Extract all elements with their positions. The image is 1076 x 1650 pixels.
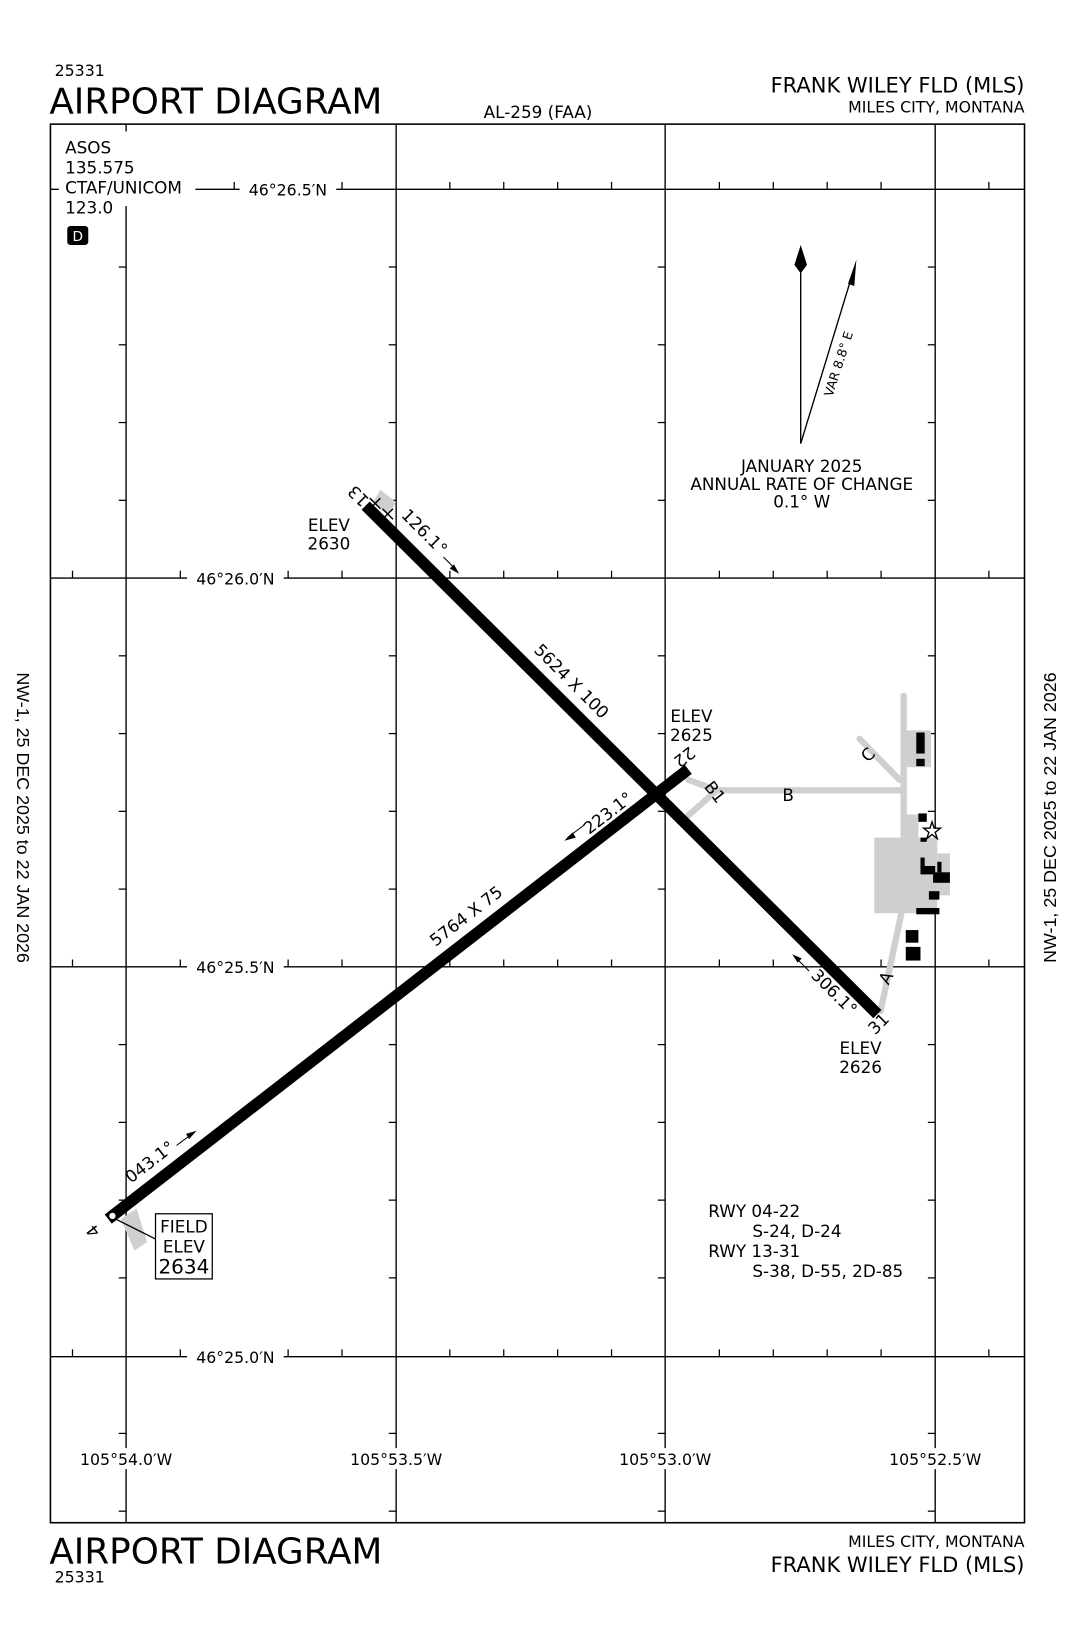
true-north-arrow-icon xyxy=(794,244,807,274)
taxiway-a-label: A xyxy=(874,967,897,987)
runway-end-4: 4 xyxy=(82,1221,104,1242)
grid-lines xyxy=(50,124,1025,1523)
footer-title: AIRPORT DIAGRAM xyxy=(49,1532,382,1573)
field-elev-box xyxy=(154,1213,213,1280)
strength-rwy-04-22: RWY 04-22 xyxy=(708,1201,800,1221)
variation-date: JANUARY 2025 xyxy=(740,456,862,476)
runway-end-22: 22 xyxy=(670,743,699,772)
taxiway-c-label: C xyxy=(857,743,879,765)
rate-of-change-value: 0.1° W xyxy=(773,492,830,512)
lon-label: 105°53.5′W xyxy=(350,1450,443,1469)
field-elev-line2: ELEV xyxy=(163,1237,206,1257)
heading-043: 043.1° xyxy=(121,1137,178,1187)
strength-rwy-04-22-values: S-24, D-24 xyxy=(752,1221,841,1241)
displaced-threshold-marks xyxy=(369,497,394,520)
lat-label: 46°25.5′N xyxy=(196,958,274,977)
rate-of-change-label: ANNUAL RATE OF CHANGE xyxy=(690,474,913,494)
field-elev-line1: FIELD xyxy=(160,1217,208,1237)
ctaf-label: CTAF/UNICOM xyxy=(65,177,182,197)
lon-label: 105°54.0′W xyxy=(80,1450,173,1469)
d-atis-badge xyxy=(67,226,89,245)
lon-label: 105°53.0′W xyxy=(619,1450,712,1469)
magnetic-north-arrow-icon xyxy=(847,259,857,286)
footer-airport-name: FRANK WILEY FLD (MLS) xyxy=(771,1552,1025,1577)
footer-location: MILES CITY, MONTANA xyxy=(848,1532,1025,1551)
lat-label: 46°25.0′N xyxy=(196,1348,274,1367)
elev-label-13: ELEV xyxy=(308,515,351,535)
elev-label-31: ELEV xyxy=(840,1038,883,1058)
effective-dates-right: NW-1, 25 DEC 2025 to 22 JAN 2026 xyxy=(1040,672,1060,963)
d-atis-badge-label: D xyxy=(73,229,84,245)
runway-end-31: 31 xyxy=(864,1009,893,1038)
ctaf-frequency: 123.0 xyxy=(65,197,113,217)
magnetic-north-arrow-icon xyxy=(800,267,855,444)
taxiways xyxy=(120,489,950,1251)
field-elev-value: 2634 xyxy=(158,1255,209,1279)
elev-value-22: 2625 xyxy=(670,725,713,745)
procedure-id: AL-259 (FAA) xyxy=(484,102,593,122)
runway-04-22 xyxy=(104,764,692,1224)
elev-value-31: 2626 xyxy=(839,1057,882,1077)
elev-label-22: ELEV xyxy=(670,706,713,726)
effective-dates-left: NW-1, 25 DEC 2025 to 22 JAN 2026 xyxy=(13,672,33,963)
footer-chart-number: 25331 xyxy=(55,1568,105,1587)
strength-rwy-13-31: RWY 13-31 xyxy=(708,1241,800,1261)
asos-label: ASOS xyxy=(65,138,111,158)
diagram-frame xyxy=(49,123,1026,1524)
beacon-star-icon xyxy=(921,819,943,841)
variation-label: VAR 8.8° E xyxy=(821,329,856,398)
lat-label: 46°26.0′N xyxy=(196,569,274,588)
chart-number: 25331 xyxy=(55,61,105,80)
buildings xyxy=(905,732,950,961)
chart-title: AIRPORT DIAGRAM xyxy=(49,82,382,123)
taxiway-b-label: B xyxy=(782,785,794,805)
runway-13-31 xyxy=(361,501,882,1019)
strength-rwy-13-31-values: S-38, D-55, 2D-85 xyxy=(752,1261,903,1281)
airport-name: FRANK WILEY FLD (MLS) xyxy=(771,73,1025,98)
field-elev-point xyxy=(108,1211,117,1221)
elev-value-13: 2630 xyxy=(308,534,351,554)
grid-ticks xyxy=(71,181,990,1512)
airport-location: MILES CITY, MONTANA xyxy=(848,98,1025,117)
lat-label: 46°26.5′N xyxy=(249,181,327,200)
lon-label: 105°52.5′W xyxy=(889,1450,982,1469)
asos-frequency: 135.575 xyxy=(65,158,134,178)
